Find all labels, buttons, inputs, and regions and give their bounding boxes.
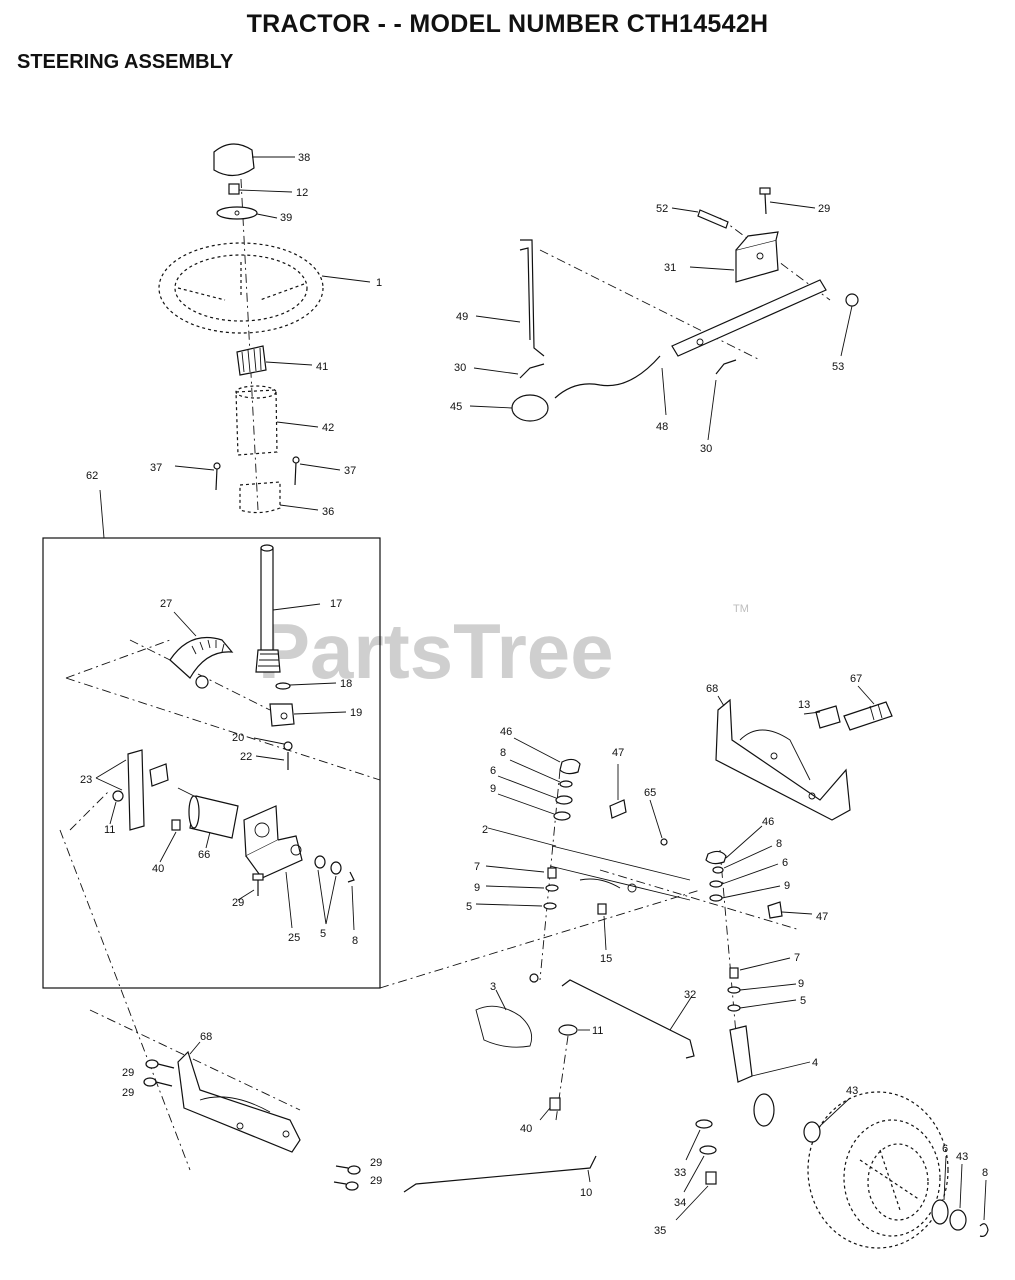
callout-36: 36 (322, 506, 334, 518)
callout-25: 25 (288, 932, 300, 944)
callout-5-left: 5 (466, 901, 472, 913)
callout-9-left: 9 (490, 783, 496, 795)
callout-30-left: 30 (454, 362, 466, 374)
callout-67: 67 (850, 673, 862, 685)
watermark-text: PartsTree (258, 607, 614, 695)
callout-8-left: 8 (500, 747, 506, 759)
callout-6-left: 6 (490, 765, 496, 777)
callout-40-box: 40 (152, 863, 164, 875)
callout-19: 19 (350, 707, 362, 719)
callout-53: 53 (832, 361, 844, 373)
callout-7-left: 7 (474, 861, 480, 873)
callout-34: 34 (674, 1197, 686, 1209)
callout-5-box: 5 (320, 928, 326, 940)
callout-7-right: 7 (794, 952, 800, 964)
callout-47-right: 47 (816, 911, 828, 923)
left-axle-bracket (143, 1041, 361, 1191)
callout-29-box: 29 (232, 897, 244, 909)
callout-17: 17 (330, 598, 342, 610)
callout-31: 31 (664, 262, 676, 274)
callout-6-right: 6 (782, 857, 788, 869)
callout-52: 52 (656, 203, 668, 215)
callout-45: 45 (450, 401, 462, 413)
callout-8-right: 8 (776, 838, 782, 850)
callout-65: 65 (644, 787, 656, 799)
callout-49: 49 (456, 311, 468, 323)
callout-48: 48 (656, 421, 668, 433)
front-axle-parts (59, 737, 813, 1221)
callout-10: 10 (580, 1187, 592, 1199)
callout-6-wheel: 6 (942, 1143, 948, 1155)
front-wheel (803, 1091, 989, 1249)
callout-29-left-bottom: 29 (122, 1087, 134, 1099)
callout-4: 4 (812, 1057, 818, 1069)
callout-32: 32 (684, 989, 696, 1001)
callout-33: 33 (674, 1167, 686, 1179)
callout-46-right: 46 (762, 816, 774, 828)
callout-8-box: 8 (352, 935, 358, 947)
page-title: TRACTOR - - MODEL NUMBER CTH14542H (246, 10, 769, 38)
callout-68-left: 68 (200, 1031, 212, 1043)
callout-41: 41 (316, 361, 328, 373)
section-title: STEERING ASSEMBLY (17, 51, 234, 73)
callout-15: 15 (600, 953, 612, 965)
callout-40-center: 40 (520, 1123, 532, 1135)
callout-35: 35 (654, 1225, 666, 1237)
callout-23: 23 (80, 774, 92, 786)
callout-27: 27 (160, 598, 172, 610)
callout-9-right-lower: 9 (798, 978, 804, 990)
callout-68-right: 68 (706, 683, 718, 695)
callout-1: 1 (376, 277, 382, 289)
callout-29-right-top: 29 (370, 1157, 382, 1169)
callout-11-center: 11 (592, 1025, 603, 1037)
callout-20: 20 (232, 732, 244, 744)
callout-47-left: 47 (612, 747, 624, 759)
callout-42: 42 (322, 422, 334, 434)
steering-gear-assembly-box (42, 489, 381, 989)
callout-43-right: 43 (956, 1151, 968, 1163)
callout-3: 3 (490, 981, 496, 993)
callout-30-right: 30 (700, 443, 712, 455)
callout-29-right-bottom: 29 (370, 1175, 382, 1187)
callout-9-right: 9 (784, 880, 790, 892)
callout-29-top: 29 (818, 203, 830, 215)
steering-column-parts (158, 143, 371, 514)
callout-29-left-top: 29 (122, 1067, 134, 1079)
callout-18: 18 (340, 678, 352, 690)
callout-11-box: 11 (104, 824, 115, 836)
callout-37-right: 37 (344, 465, 356, 477)
callout-labels: 38 12 39 1 41 42 37 37 36 62 52 29 31 53… (80, 152, 988, 1237)
callout-38: 38 (298, 152, 310, 164)
callout-43-left: 43 (846, 1085, 858, 1097)
callout-13: 13 (798, 699, 810, 711)
callout-9-left-lower: 9 (474, 882, 480, 894)
callout-22: 22 (240, 751, 252, 763)
callout-37-left: 37 (150, 462, 162, 474)
callout-66: 66 (198, 849, 210, 861)
callout-46-left: 46 (500, 726, 512, 738)
callout-5-right: 5 (800, 995, 806, 1007)
callout-12: 12 (296, 187, 308, 199)
callout-2: 2 (482, 824, 488, 836)
callout-62: 62 (86, 470, 98, 482)
drag-link-parts (469, 187, 859, 441)
callout-8-wheel: 8 (982, 1167, 988, 1179)
watermark-tm: TM (733, 603, 749, 615)
callout-39: 39 (280, 212, 292, 224)
right-axle-bracket (715, 685, 893, 821)
